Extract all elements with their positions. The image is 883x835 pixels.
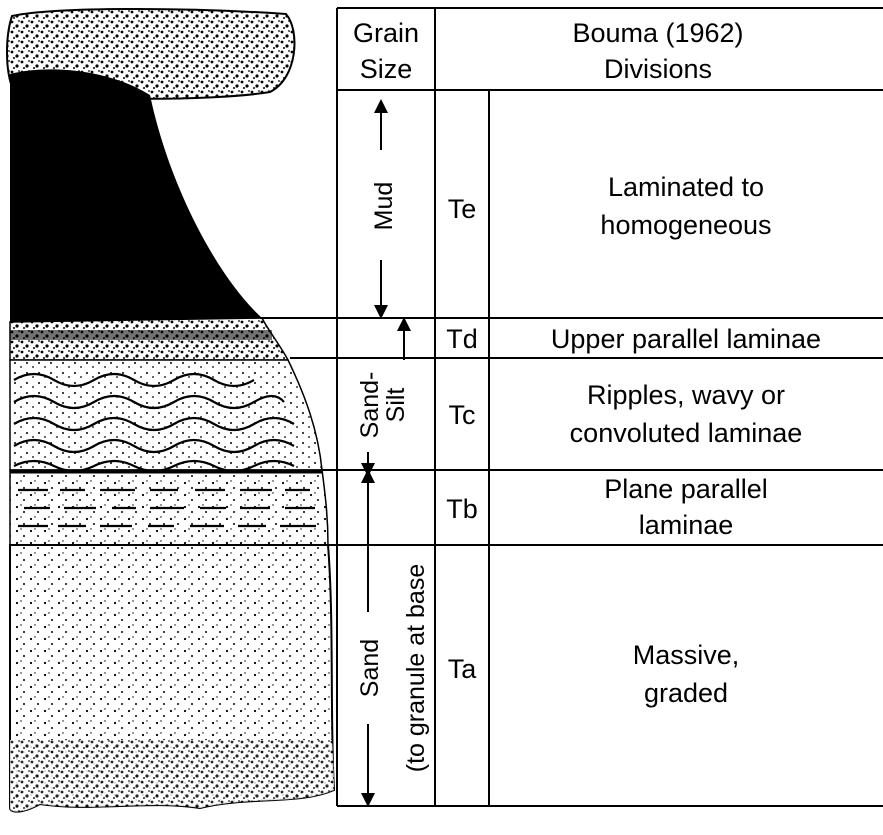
division-tc-desc-2: convoluted laminae [570, 418, 803, 448]
division-tb-desc-2: laminae [639, 510, 734, 540]
division-code-te: Te [448, 194, 477, 224]
grain-label-sand-silt-2: Silt [382, 388, 410, 423]
division-td-desc-1: Upper parallel laminae [551, 324, 821, 354]
header-size: Size [360, 54, 413, 84]
division-code-tb: Tb [446, 494, 478, 524]
division-ta-desc-1: Massive, [633, 640, 740, 670]
division-te-desc-1: Laminated to [608, 172, 764, 202]
division-code-td: Td [446, 324, 478, 354]
division-code-ta: Ta [448, 654, 478, 684]
header-bouma: Bouma (1962) [572, 18, 743, 48]
tc-ripple-layer [10, 360, 322, 470]
header-divisions: Divisions [604, 54, 712, 84]
te-mud-layer [10, 69, 262, 330]
division-tc-desc-1: Ripples, wavy or [587, 380, 785, 410]
grain-label-granule: (to granule at base [402, 564, 430, 772]
grain-label-sand: Sand [356, 639, 384, 697]
division-code-tc: Tc [449, 400, 476, 430]
grain-label-mud: Mud [370, 182, 398, 231]
division-tb-desc-1: Plane parallel [604, 474, 768, 504]
sediment-column [7, 9, 334, 812]
division-te-desc-2: homogeneous [600, 210, 771, 240]
ta-granule-base [10, 740, 334, 812]
division-ta-desc-2: graded [644, 678, 728, 708]
header-grain: Grain [353, 18, 419, 48]
table-frame [260, 8, 883, 806]
grain-label-sand-silt-1: Sand- [356, 372, 384, 439]
